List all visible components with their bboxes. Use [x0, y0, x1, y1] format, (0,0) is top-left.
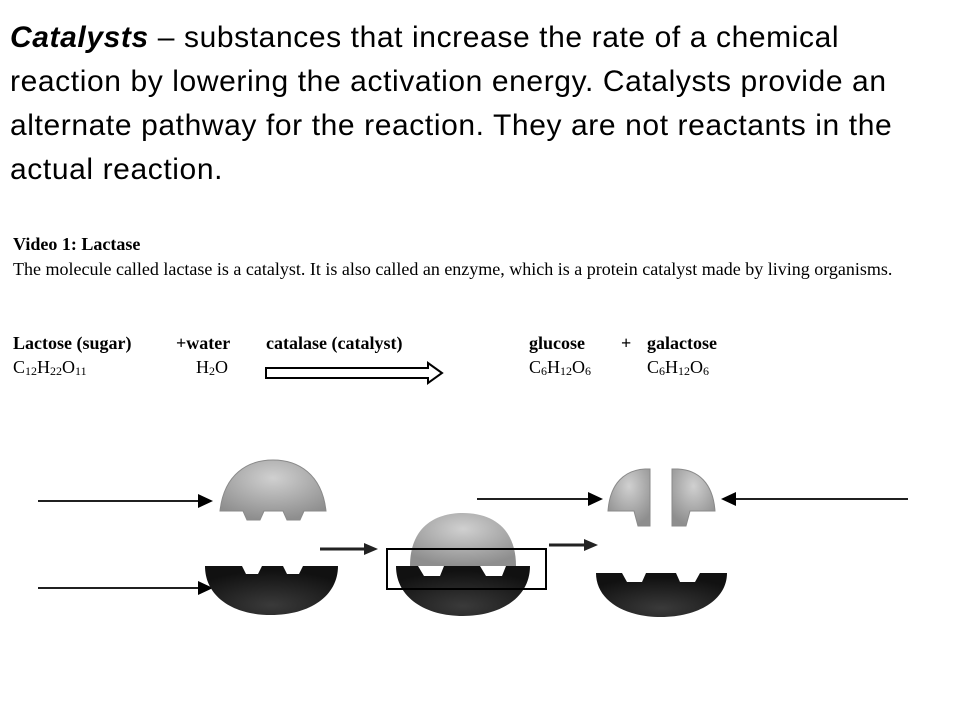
product-galactose: [671, 468, 716, 527]
lactose-formula: C12H22O11: [13, 357, 87, 378]
arrow-to-complex: [320, 543, 378, 555]
glucose-label: glucose: [529, 333, 585, 353]
video-title: Video 1: Lactase: [13, 234, 141, 254]
enzyme-released: [596, 573, 727, 617]
enzyme-substrate-complex: [386, 513, 547, 616]
glucose-formula: C6H12O6: [529, 357, 592, 378]
water-label: +water: [176, 333, 231, 353]
video-description: The molecule called lactase is a catalys…: [13, 259, 893, 279]
product-glucose: [607, 468, 651, 527]
product-arrow-right: [721, 492, 908, 506]
galactose-formula: C6H12O6: [647, 357, 710, 378]
enzyme-molecule: [205, 566, 338, 615]
definition-paragraph: Catalysts – substances that increase the…: [10, 16, 950, 192]
input-arrow-substrate: [38, 494, 213, 508]
reaction-arrow: [265, 361, 444, 385]
input-arrow-enzyme: [38, 581, 213, 595]
plus-label: +: [621, 333, 632, 353]
definition-text: – substances that increase the rate of a…: [10, 21, 893, 186]
lactose-label: Lactose (sugar): [13, 333, 132, 353]
enzyme-diagram: [38, 459, 908, 617]
arrow-to-products: [549, 539, 598, 551]
water-formula: H2O: [196, 357, 228, 378]
product-arrow-left: [477, 492, 603, 506]
catalyst-label: catalase (catalyst): [266, 333, 403, 353]
substrate-molecule: [219, 459, 327, 521]
definition-term: Catalysts: [10, 21, 149, 54]
galactose-label: galactose: [647, 333, 717, 353]
